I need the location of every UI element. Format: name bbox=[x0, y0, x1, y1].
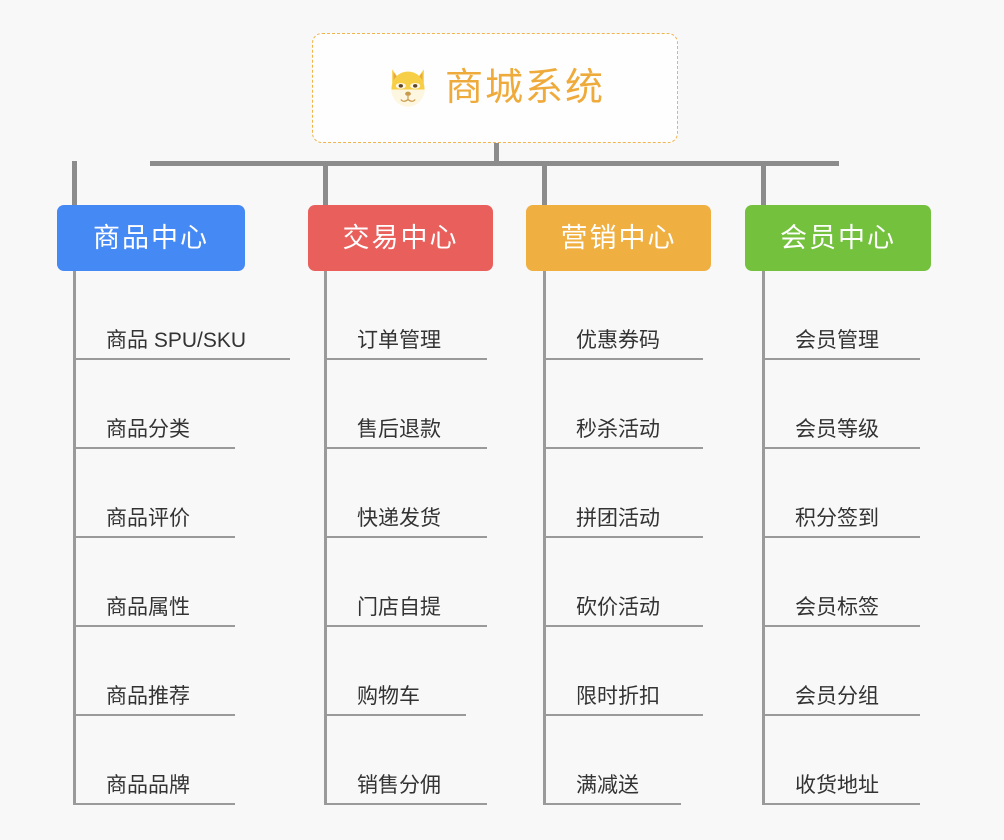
category-label: 会员中心 bbox=[780, 222, 896, 253]
leaf-item[interactable]: 销售分佣 bbox=[324, 716, 497, 805]
leaf-item-label: 商品分类 bbox=[106, 418, 190, 441]
leaf-item-underline bbox=[324, 358, 487, 360]
leaf-item-underline bbox=[543, 714, 703, 716]
leaf-item[interactable]: 积分签到 bbox=[762, 449, 930, 538]
leaf-item[interactable]: 订单管理 bbox=[324, 271, 497, 360]
category-box-3[interactable]: 营销中心 bbox=[526, 205, 711, 271]
leaf-item[interactable]: 会员管理 bbox=[762, 271, 930, 360]
leaf-item[interactable]: 砍价活动 bbox=[543, 538, 713, 627]
leaf-item-label: 收货地址 bbox=[795, 774, 879, 797]
leaf-item[interactable]: 收货地址 bbox=[762, 716, 930, 805]
leaf-item-label: 购物车 bbox=[357, 685, 420, 708]
leaf-item[interactable]: 拼团活动 bbox=[543, 449, 713, 538]
leaf-item-label: 销售分佣 bbox=[357, 774, 441, 797]
leaf-item-label: 拼团活动 bbox=[576, 507, 660, 530]
leaf-item-underline bbox=[762, 803, 920, 805]
connector-drop-3 bbox=[542, 161, 547, 207]
leaf-item-underline bbox=[324, 803, 487, 805]
leaf-column-2: 订单管理售后退款快递发货门店自提购物车销售分佣 bbox=[324, 271, 564, 805]
connector-horizontal-bus bbox=[150, 161, 839, 166]
category-box-4[interactable]: 会员中心 bbox=[745, 205, 931, 271]
leaf-item-underline bbox=[543, 358, 703, 360]
category-label: 商品中心 bbox=[93, 222, 209, 253]
leaf-item-underline bbox=[73, 803, 235, 805]
leaf-item-underline bbox=[543, 536, 703, 538]
leaf-item-label: 满减送 bbox=[576, 774, 639, 797]
leaf-item-underline bbox=[324, 625, 487, 627]
leaf-item[interactable]: 会员标签 bbox=[762, 538, 930, 627]
leaf-column-4: 会员管理会员等级积分签到会员标签会员分组收货地址 bbox=[762, 271, 1002, 805]
leaf-item-underline bbox=[762, 714, 920, 716]
leaf-item-underline bbox=[762, 536, 920, 538]
connector-root-stem bbox=[494, 143, 499, 163]
leaf-item-label: 商品属性 bbox=[106, 596, 190, 619]
leaf-item-label: 优惠券码 bbox=[576, 329, 660, 352]
leaf-item-label: 商品品牌 bbox=[106, 774, 190, 797]
column-spine bbox=[324, 271, 327, 805]
leaf-item-label: 会员分组 bbox=[795, 685, 879, 708]
leaf-item[interactable]: 商品属性 bbox=[73, 538, 245, 627]
leaf-item-label: 会员标签 bbox=[795, 596, 879, 619]
category-label: 营销中心 bbox=[560, 222, 677, 253]
leaf-item-label: 商品评价 bbox=[106, 507, 190, 530]
column-spine bbox=[762, 271, 765, 805]
leaf-item-label: 订单管理 bbox=[357, 329, 441, 352]
leaf-column-1: 商品 SPU/SKU 商品分类商品评价商品属性商品推荐商品品牌 bbox=[73, 271, 313, 805]
leaf-item-underline bbox=[543, 625, 703, 627]
leaf-item-underline bbox=[762, 625, 920, 627]
leaf-item-underline bbox=[324, 447, 487, 449]
root-title: 商城系统 bbox=[444, 67, 605, 109]
leaf-item-underline bbox=[73, 447, 235, 449]
leaf-item-underline bbox=[73, 536, 235, 538]
leaf-item[interactable]: 门店自提 bbox=[324, 538, 497, 627]
leaf-item[interactable]: 购物车 bbox=[324, 627, 476, 716]
leaf-item-underline bbox=[543, 803, 681, 805]
leaf-item-underline bbox=[762, 358, 920, 360]
leaf-item[interactable]: 满减送 bbox=[543, 716, 691, 805]
leaf-item-label: 砍价活动 bbox=[576, 596, 660, 619]
leaf-item[interactable]: 商品 SPU/SKU bbox=[73, 271, 300, 360]
category-label: 交易中心 bbox=[342, 222, 459, 253]
leaf-item[interactable]: 商品推荐 bbox=[73, 627, 245, 716]
leaf-item[interactable]: 商品评价 bbox=[73, 449, 245, 538]
leaf-item-underline bbox=[324, 714, 466, 716]
leaf-item-underline bbox=[543, 447, 703, 449]
leaf-item[interactable]: 商品品牌 bbox=[73, 716, 245, 805]
leaf-column-3: 优惠券码秒杀活动拼团活动砍价活动限时折扣满减送 bbox=[543, 271, 783, 805]
leaf-item-underline bbox=[324, 536, 487, 538]
leaf-item[interactable]: 优惠券码 bbox=[543, 271, 713, 360]
shiba-dog-face-icon bbox=[391, 69, 425, 107]
leaf-item[interactable]: 限时折扣 bbox=[543, 627, 713, 716]
category-box-1[interactable]: 商品中心 bbox=[57, 205, 245, 271]
leaf-item-label: 会员等级 bbox=[795, 418, 879, 441]
leaf-item-label: 积分签到 bbox=[795, 507, 879, 530]
leaf-item-label: 秒杀活动 bbox=[576, 418, 660, 441]
leaf-item-label: 限时折扣 bbox=[576, 685, 660, 708]
leaf-item[interactable]: 秒杀活动 bbox=[543, 360, 713, 449]
connector-drop-1 bbox=[72, 161, 77, 207]
connector-drop-2 bbox=[323, 161, 328, 207]
column-spine bbox=[543, 271, 546, 805]
leaf-item-label: 商品 SPU/SKU bbox=[106, 329, 247, 352]
leaf-item[interactable]: 售后退款 bbox=[324, 360, 497, 449]
leaf-item-underline bbox=[762, 447, 920, 449]
leaf-item-underline bbox=[73, 625, 235, 627]
leaf-item-underline bbox=[73, 714, 235, 716]
leaf-item-label: 快递发货 bbox=[357, 507, 441, 530]
leaf-item-label: 商品推荐 bbox=[106, 685, 190, 708]
leaf-item-label: 会员管理 bbox=[795, 329, 879, 352]
root-node[interactable]: 商城系统 bbox=[312, 33, 678, 143]
leaf-item-label: 门店自提 bbox=[357, 596, 441, 619]
leaf-item-underline bbox=[73, 358, 290, 360]
leaf-item[interactable]: 会员分组 bbox=[762, 627, 930, 716]
leaf-item-label: 售后退款 bbox=[357, 418, 441, 441]
column-spine bbox=[73, 271, 76, 805]
leaf-item[interactable]: 商品分类 bbox=[73, 360, 245, 449]
category-box-2[interactable]: 交易中心 bbox=[308, 205, 493, 271]
leaf-item[interactable]: 快递发货 bbox=[324, 449, 497, 538]
leaf-item[interactable]: 会员等级 bbox=[762, 360, 930, 449]
connector-drop-4 bbox=[761, 161, 766, 207]
